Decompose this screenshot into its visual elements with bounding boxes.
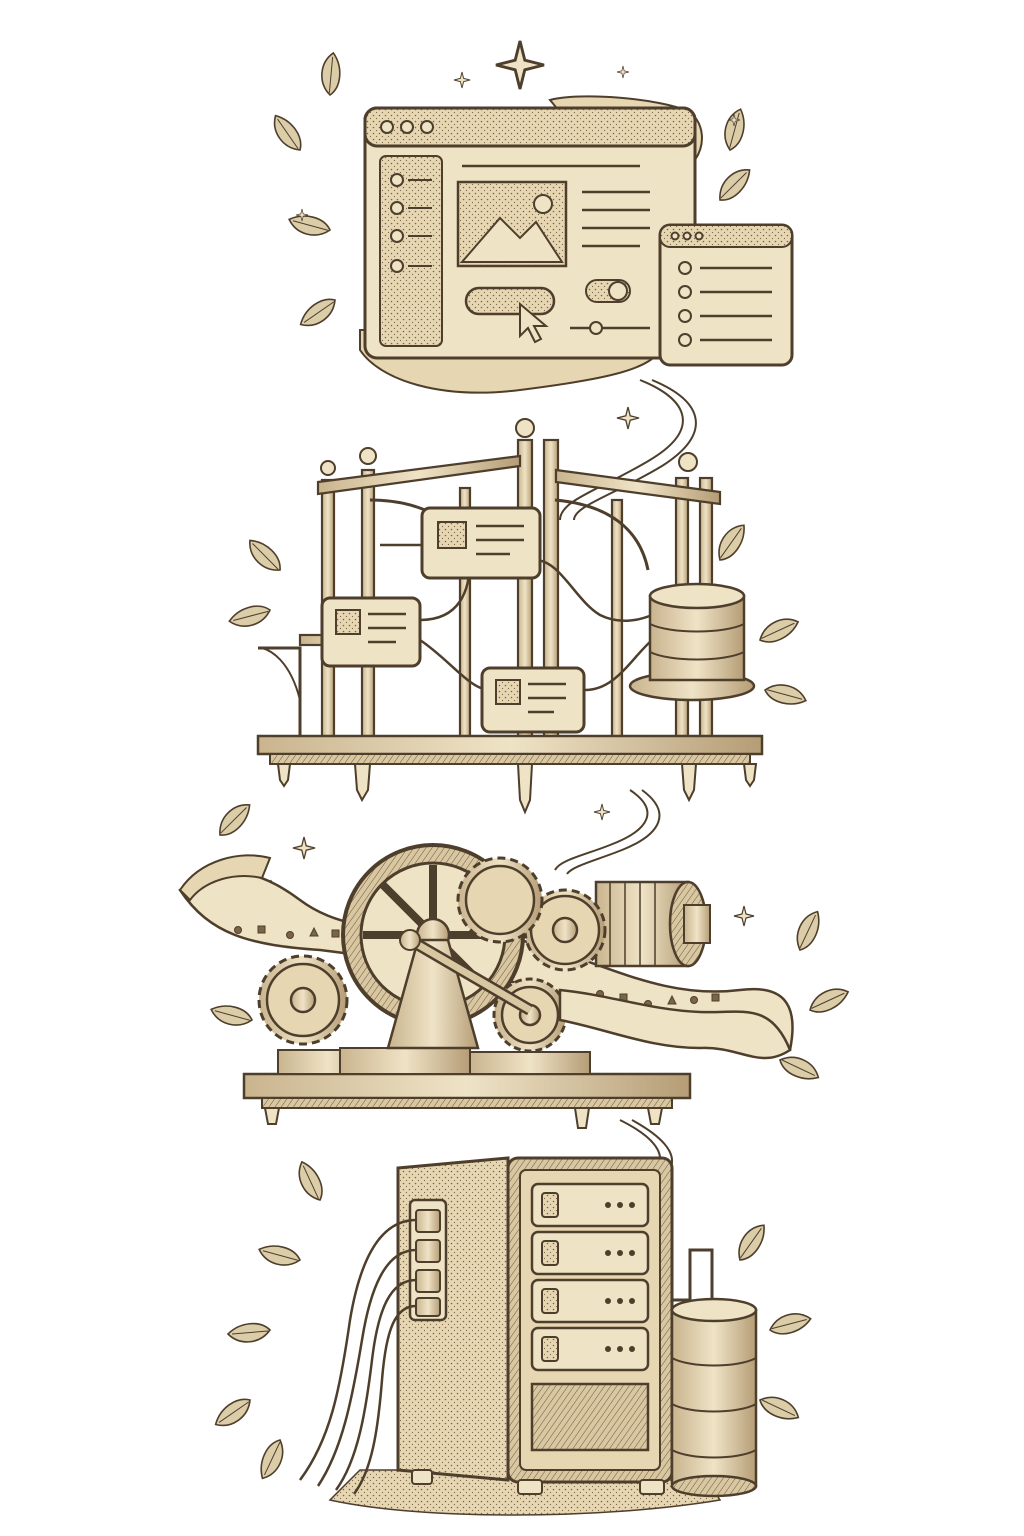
- database-icon: [628, 582, 756, 702]
- component-card: [420, 506, 542, 580]
- database-icon: [670, 1297, 758, 1498]
- gear-icon: [456, 856, 544, 944]
- ribbon-symbols: [234, 925, 720, 1008]
- gear-icon: [257, 954, 349, 1046]
- window-dots: [380, 120, 434, 134]
- drive-bays: [530, 1182, 650, 1372]
- popup-window: [658, 223, 794, 367]
- component-card: [320, 596, 422, 668]
- server-tower: [209, 1156, 814, 1516]
- cursor-arrow-icon: [519, 301, 549, 344]
- content-text-lines: [462, 164, 650, 248]
- sidebar-items: [390, 173, 432, 273]
- motor-cylinder: [594, 880, 711, 968]
- ui-button: [464, 286, 556, 316]
- mountain-image-icon: [456, 180, 568, 268]
- cables: [298, 1218, 417, 1495]
- component-card: [480, 666, 586, 734]
- gear-icon: [523, 888, 607, 972]
- user-interface-window: [267, 50, 794, 394]
- component-scaffold: [226, 418, 810, 815]
- vent-grille: [530, 1382, 650, 1452]
- gear-machine-engine: [178, 798, 853, 1129]
